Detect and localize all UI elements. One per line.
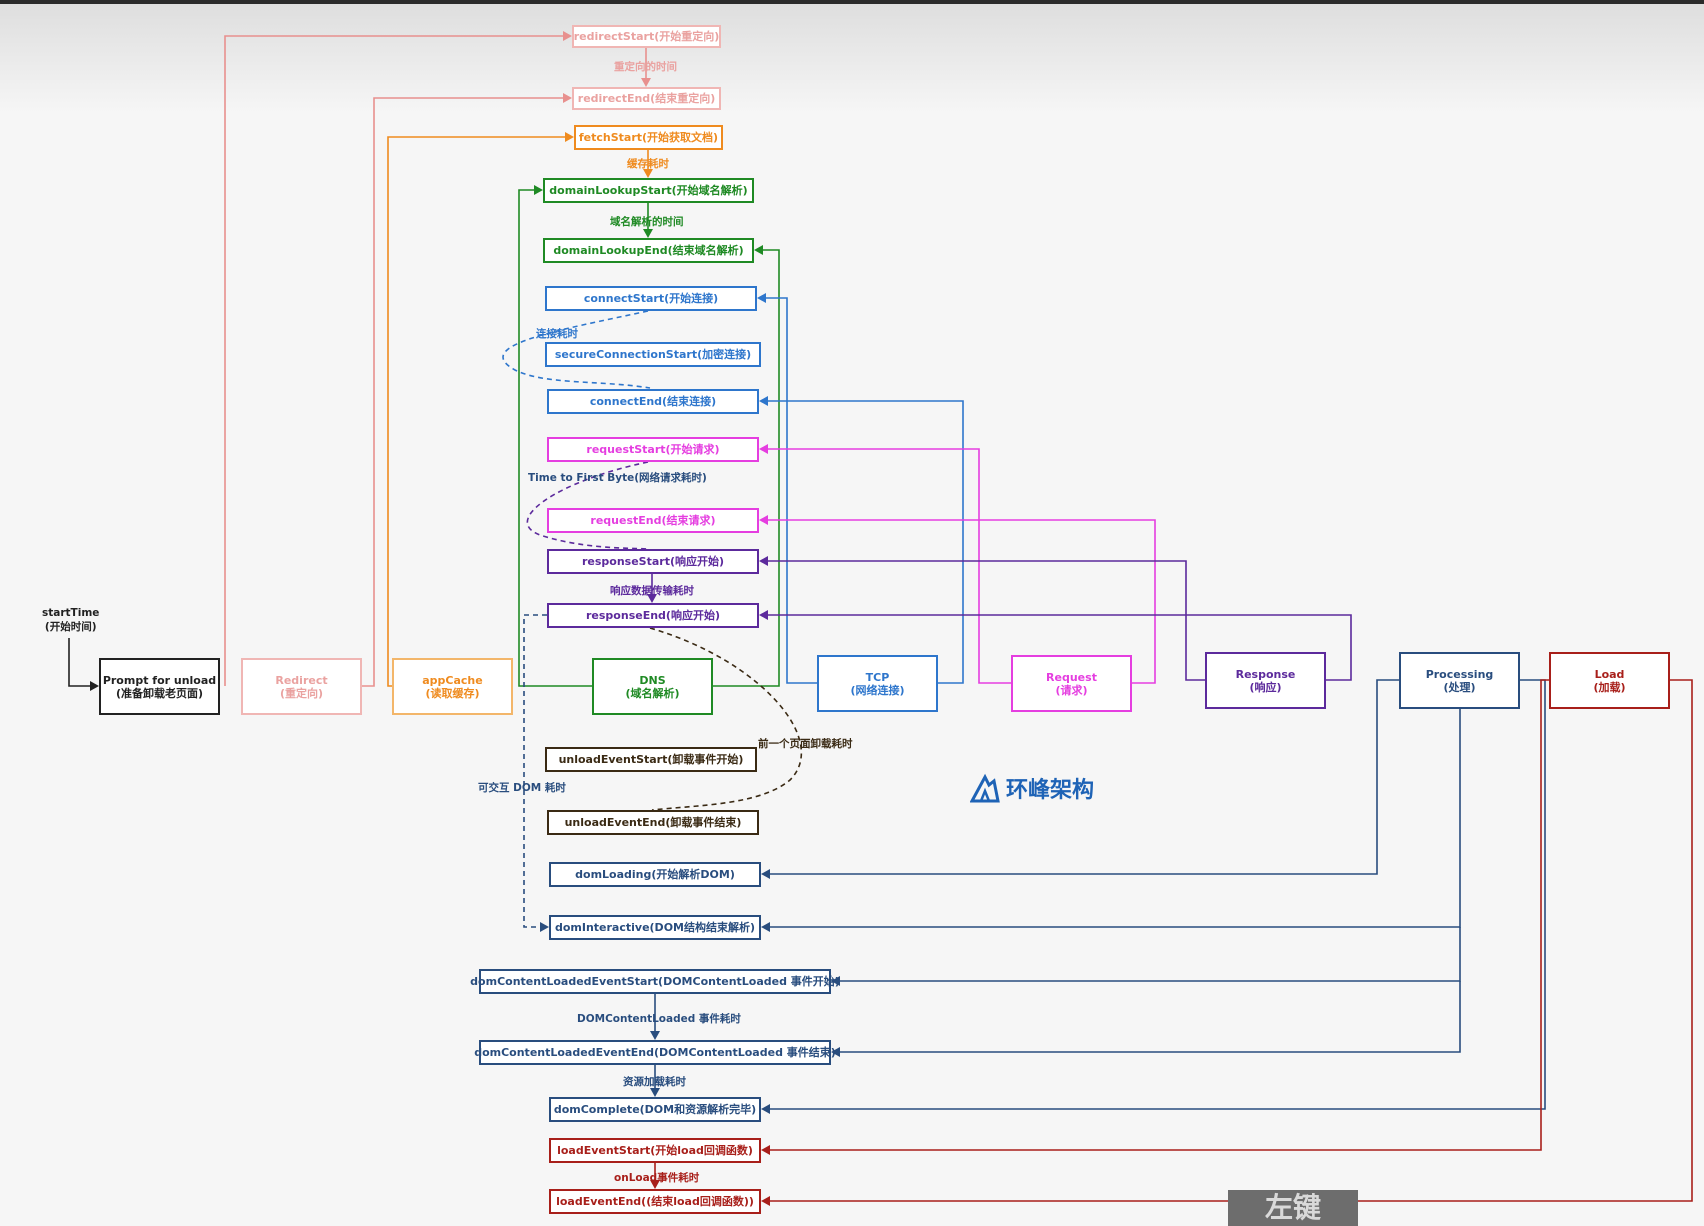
ttfb-curve [526,461,651,550]
request-start-arrow [759,444,768,454]
response-duration-arrow [647,594,657,603]
event-unload-event-start: unloadEventStart(卸载事件开始) [545,747,757,772]
phase-prompt-for-unload: Prompt for unload(准备卸载老页面) [99,658,220,715]
load-start-arrow [761,1145,770,1155]
request-start-connector [767,448,1011,684]
dom-complete-arrow [761,1104,770,1114]
load-end-arrow [761,1196,770,1206]
interactive-dom-arrow [540,922,549,932]
fetch-start-connector [387,136,566,687]
response-start-connector [767,560,1205,681]
label-dcl-time: DOMContentLoaded 事件耗时 [577,1013,741,1025]
response-start-arrow [759,556,768,566]
event-request-end: requestEnd(结束请求) [547,508,759,533]
phase-processing: Processing(处理) [1399,652,1520,709]
dns-start-arrow [534,185,543,195]
load-start-connector [769,679,1549,1151]
request-end-connector [767,519,1156,684]
dcl-start-arrow [831,976,840,986]
phase-load: Load(加载) [1549,652,1670,709]
event-request-start: requestStart(开始请求) [547,437,759,462]
label-resource-load: 资源加载耗时 [623,1076,686,1088]
label-onload-time: onLoad事件耗时 [614,1172,700,1184]
top-band [0,0,1704,4]
redirect-end-connector [362,97,564,687]
label-interactive-dom: 可交互 DOM 耗时 [478,782,566,794]
dcl-duration-arrow [650,1031,660,1040]
event-unload-event-end: unloadEventEnd(卸载事件结束) [547,810,759,835]
connect-duration-curve [502,310,651,389]
dcl-end-arrow [831,1047,840,1057]
label-response-transfer: 响应数据传输耗时 [610,585,694,597]
start-time-label: startTime(开始时间) [42,607,100,633]
event-load-event-end: loadEventEnd((结束load回调函数)) [549,1189,761,1214]
brand-logo: 环峰架构 [970,772,1094,804]
dns-end-connector [713,249,780,687]
redirect-duration-arrow [641,78,651,87]
start-arrow [90,681,99,691]
resource-duration-arrow [650,1088,660,1097]
event-domain-lookup-start: domainLookupStart(开始域名解析) [543,178,754,203]
event-secure-connection-start: secureConnectionStart(加密连接) [545,342,761,367]
response-end-arrow [759,610,768,620]
dom-loading-connector [769,679,1399,875]
event-connect-end: connectEnd(结束连接) [547,389,759,414]
event-response-end: responseEnd(响应开始) [547,603,759,628]
event-load-event-start: loadEventStart(开始load回调函数) [549,1138,761,1163]
dom-interactive-connector [769,709,1461,928]
onload-duration-arrow [650,1180,660,1189]
phase-request: Request(请求) [1011,655,1132,712]
dom-loading-arrow [761,869,770,879]
label-connect-time: 连接耗时 [536,328,578,340]
request-end-arrow [759,515,768,525]
dcl-end-connector [839,981,1461,1053]
label-dns-time: 域名解析的时间 [610,216,684,228]
load-end-connector [769,679,1693,1202]
interactive-dom-dashed [523,614,547,928]
event-dom-loading: domLoading(开始解析DOM) [549,862,761,887]
cache-duration-arrow [643,169,653,178]
event-dom-content-loaded-start: domContentLoadedEventStart(DOMContentLoa… [470,969,840,994]
dom-interactive-arrow [761,922,770,932]
response-end-connector [767,614,1352,681]
event-redirect-start: redirectStart(开始重定向) [572,25,721,48]
phase-tcp: TCP(网络连接) [817,655,938,712]
logo-text: 环峰架构 [1006,777,1095,803]
peak-logo-icon [970,773,1000,803]
tcp-end-connector [767,400,964,684]
phase-redirect: Redirect(重定向) [241,658,362,715]
dns-end-arrow [754,245,763,255]
watermark: 左键 [1228,1190,1358,1226]
unload-curve [649,627,803,811]
tcp-start-connector [765,297,817,684]
event-fetch-start: fetchStart(开始获取文档) [574,125,723,150]
label-redirect-time: 重定向的时间 [614,61,677,73]
phase-response: Response(响应) [1205,652,1326,709]
dom-complete-connector [769,679,1546,1110]
dcl-start-connector [839,927,1461,982]
event-domain-lookup-end: domainLookupEnd(结束域名解析) [543,238,754,263]
dns-duration-arrow [643,229,653,238]
event-response-start: responseStart(响应开始) [547,549,759,574]
label-ttfb: Time to First Byte(网络请求耗时) [528,472,707,484]
event-redirect-end: redirectEnd(结束重定向) [572,87,721,110]
label-cache-time: 缓存耗时 [627,158,669,170]
event-dom-content-loaded-end: domContentLoadedEventEnd(DOMContentLoade… [474,1040,836,1065]
event-dom-complete: domComplete(DOM和资源解析完毕) [549,1097,761,1122]
label-prev-unload: 前一个页面卸载耗时 [758,738,853,750]
top-shade [0,4,1704,114]
event-connect-start: connectStart(开始连接) [545,286,757,311]
tcp-end-arrow [759,396,768,406]
start-connector [68,638,95,687]
redirect-start-connector [224,35,564,686]
tcp-start-arrow [757,293,766,303]
phase-dns: DNS(域名解析) [592,658,713,715]
redirect-start-arrow [563,31,572,41]
redirect-end-arrow [563,93,572,103]
dns-start-connector [518,189,592,687]
fetch-start-arrow [565,132,574,142]
event-dom-interactive: domInteractive(DOM结构结束解析) [549,915,761,940]
phase-appcache: appCache(读取缓存) [392,658,513,715]
